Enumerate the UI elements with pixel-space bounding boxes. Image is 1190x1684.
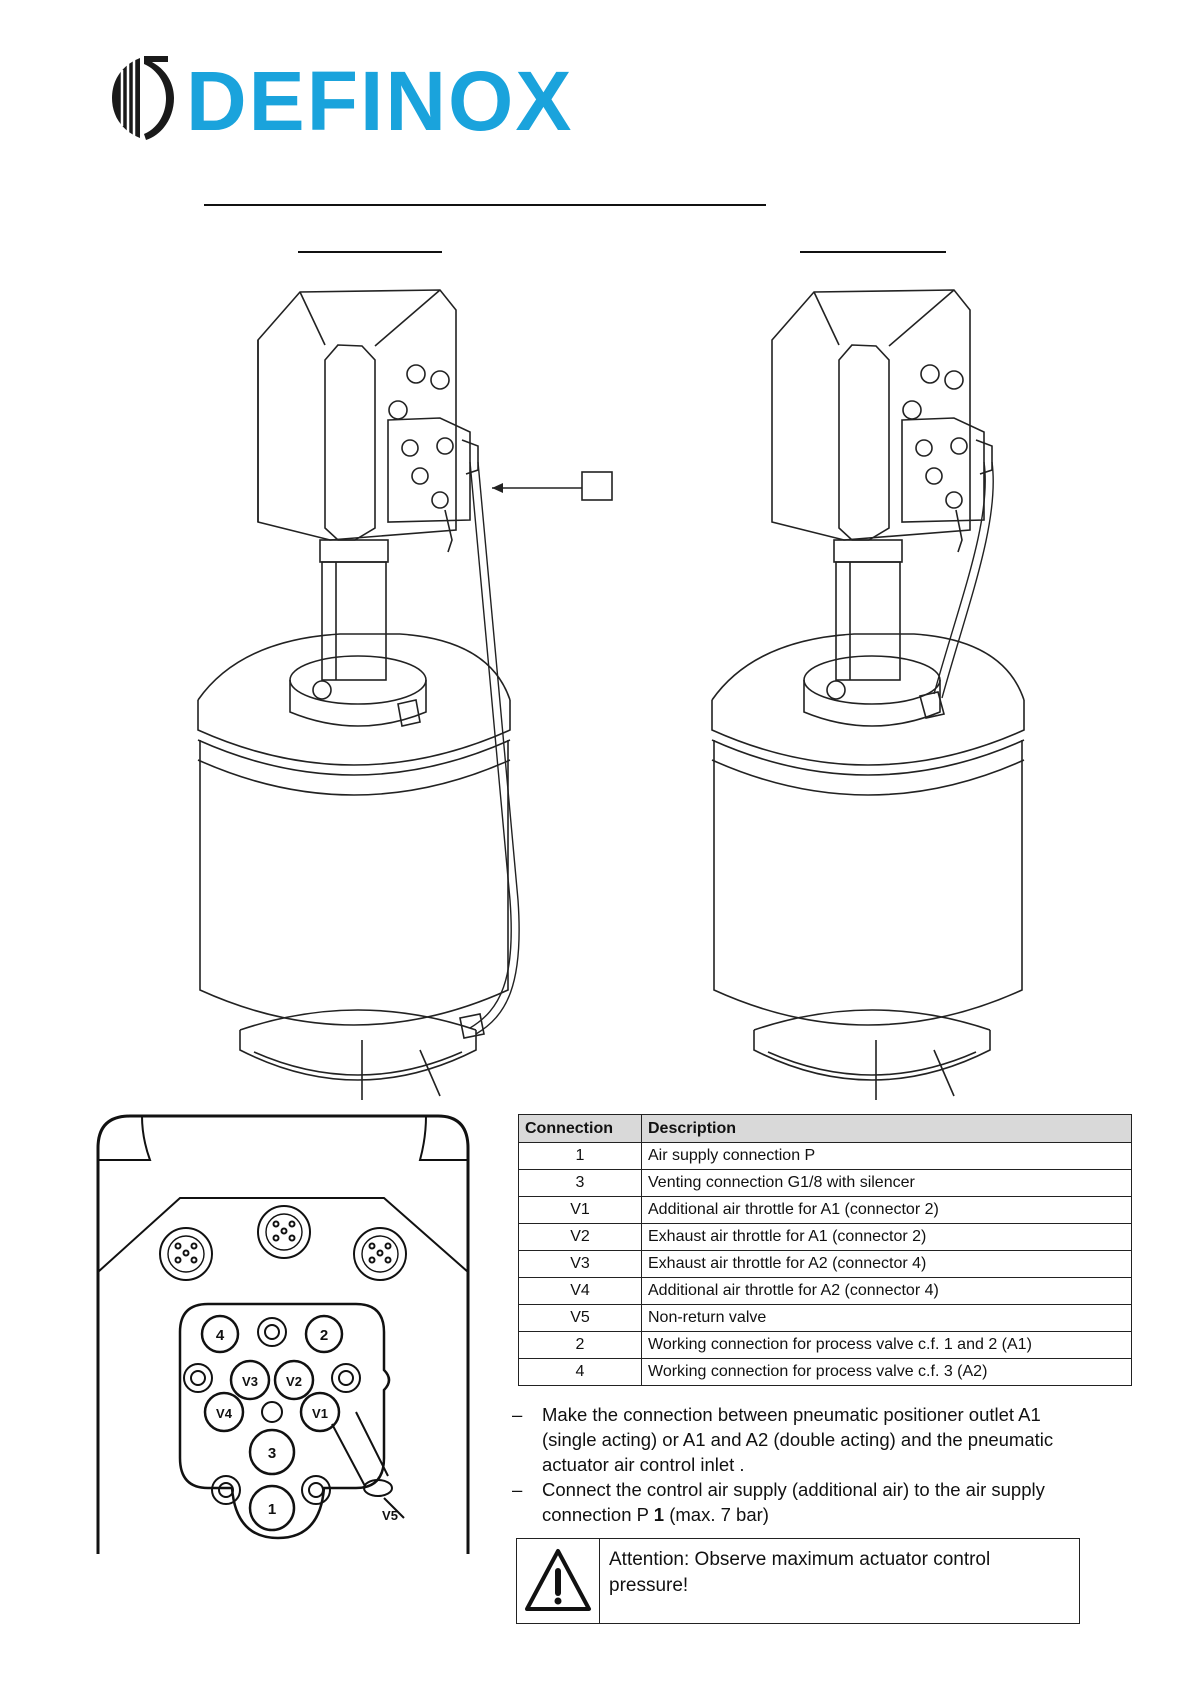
electrical-connector-right (353, 1227, 407, 1281)
title-rule (204, 204, 766, 206)
cell-connection: V3 (518, 1250, 642, 1278)
cell-description: Additional air throttle for A1 (connecto… (641, 1196, 1132, 1224)
cell-description: Additional air throttle for A2 (connecto… (641, 1277, 1132, 1305)
label-port-v4: V4 (216, 1406, 233, 1421)
warning-text: Attention: Observe maximum actuator cont… (609, 1549, 991, 1596)
warning-box: Attention: Observe maximum actuator cont… (516, 1538, 1080, 1624)
list-dash: – (512, 1404, 523, 1425)
cell-description: Working connection for process valve c.f… (641, 1331, 1132, 1359)
label-port-v3: V3 (242, 1374, 258, 1389)
cell-connection: 4 (518, 1358, 642, 1386)
instruction-text: Connect the control air supply (addition… (542, 1479, 1045, 1525)
actuator-drawings (197, 289, 1025, 1100)
header-description: Description (641, 1114, 1132, 1143)
warning-triangle-icon (525, 1549, 591, 1611)
instruction-bold: 1 (653, 1504, 665, 1525)
cell-description: Air supply connection P (641, 1142, 1132, 1170)
cell-connection: V5 (518, 1304, 642, 1332)
actuator-right (711, 289, 1025, 1100)
list-item: – Connect the control air supply (additi… (512, 1477, 1072, 1527)
cell-connection: 3 (518, 1169, 642, 1197)
instruction-text-end: (max. 7 bar) (664, 1504, 769, 1525)
label-port-v2: V2 (286, 1374, 302, 1389)
definox-emblem-icon (112, 56, 174, 140)
cell-description: Non-return valve (641, 1304, 1132, 1332)
cell-connection: V4 (518, 1277, 642, 1305)
label-port-3: 3 (268, 1445, 276, 1462)
cell-connection: 2 (518, 1331, 642, 1359)
label-port-v5: V5 (382, 1508, 398, 1523)
cell-description: Venting connection G1/8 with silencer (641, 1169, 1132, 1197)
instruction-list: – Make the connection between pneumatic … (512, 1402, 1072, 1527)
warning-icon-cell (517, 1539, 600, 1623)
label-port-v1: V1 (312, 1406, 328, 1421)
instruction-text: Make the connection between pneumatic po… (542, 1404, 1054, 1475)
cell-description: Exhaust air throttle for A2 (connector 4… (641, 1250, 1132, 1278)
definox-logo: DEFINOX (112, 54, 573, 148)
list-dash: – (512, 1479, 523, 1500)
electrical-connector-top (257, 1205, 311, 1259)
right-figure-rule (800, 251, 946, 253)
cell-description: Working connection for process valve c.f… (641, 1358, 1132, 1386)
table-header-row: Connection Description (518, 1114, 1132, 1143)
port-closeup-diagram: 4 2 V3 V2 V4 V1 3 1 V5 (96, 1114, 470, 1554)
cell-connection: 1 (518, 1142, 642, 1170)
label-port-2: 2 (320, 1327, 328, 1344)
cell-connection: V1 (518, 1196, 642, 1224)
cell-description: Exhaust air throttle for A1 (connector 2… (641, 1223, 1132, 1251)
cell-connection: V2 (518, 1223, 642, 1251)
callout-box (581, 471, 613, 501)
electrical-connector-left (159, 1227, 213, 1281)
left-figure-rule (298, 251, 442, 253)
label-port-4: 4 (216, 1327, 225, 1344)
brand-wordmark: DEFINOX (186, 54, 573, 148)
header-connection: Connection (518, 1114, 642, 1143)
list-item: – Make the connection between pneumatic … (512, 1402, 1072, 1477)
label-port-1: 1 (268, 1501, 276, 1518)
actuator-left (197, 289, 582, 1100)
